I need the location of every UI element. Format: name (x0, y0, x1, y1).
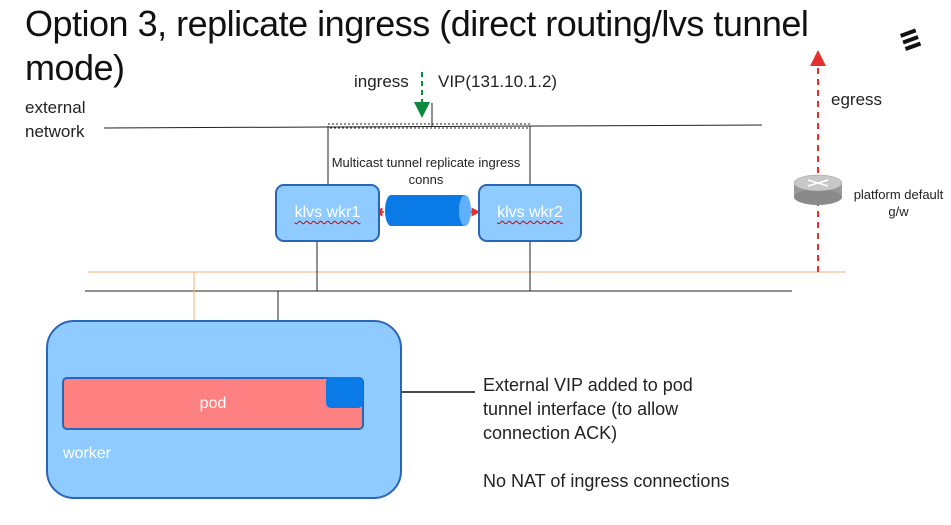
ericsson-logo (900, 28, 922, 51)
vip-dotted-box (327, 123, 531, 129)
ingress-label: ingress (354, 72, 409, 91)
router-icon (793, 174, 843, 205)
pod-box: pod (62, 377, 364, 430)
klvs-wkr2-label: klvs wkr2 (497, 204, 563, 221)
multicast-tunnel-label: Multicast tunnel replicate ingress conns (331, 155, 521, 187)
vip-label: VIP(131.10.1.2) (438, 72, 558, 91)
worker-label: worker (63, 445, 112, 462)
external-network-line (103, 124, 763, 129)
pod-label: pod (199, 394, 227, 412)
page-title: Option 3, replicate ingress (direct rout… (25, 3, 809, 88)
multicast-tunnel-cylinder (385, 195, 471, 226)
external-network-label: external network (25, 98, 86, 141)
klvs-wkr1-label: klvs wkr1 (294, 204, 361, 221)
egress-label: egress (831, 90, 883, 109)
klvs-wkr2-node: klvs wkr2 (478, 184, 582, 242)
vip-added-note: External VIP added to pod tunnel interfa… (483, 375, 693, 443)
klvs-wkr1-node: klvs wkr1 (275, 184, 380, 242)
gateway-label: platform default g/w (853, 187, 944, 219)
no-nat-note: No NAT of ingress connections (483, 471, 730, 491)
pod-tunnel-interface (326, 377, 363, 408)
